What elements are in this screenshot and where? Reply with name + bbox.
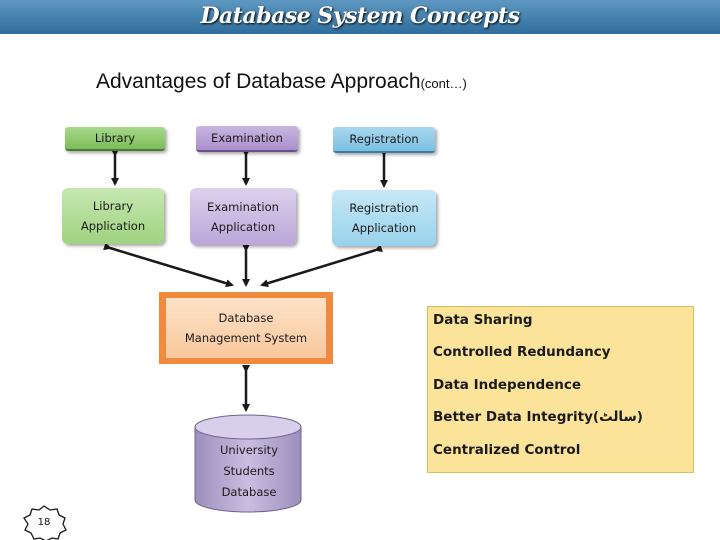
registration-box: Registration: [333, 127, 435, 153]
benefits-panel: [427, 306, 694, 473]
subtitle-suffix: (cont…): [420, 76, 467, 91]
registration-application-label: Registration Application: [349, 201, 419, 235]
library-application-box: Library Application: [62, 188, 164, 244]
examination-application-box: Examination Application: [190, 188, 296, 245]
benefit-data-sharing: Data Sharing: [433, 312, 533, 328]
examination-label: Examination: [211, 131, 283, 145]
examination-box: Examination: [196, 126, 298, 152]
benefit-centralized-control: Centralized Control: [433, 442, 581, 458]
library-label: Library: [94, 131, 136, 145]
benefit-data-integrity: Better Data Integrity(سالٹ): [433, 409, 643, 425]
library-application-label: Library Application: [80, 199, 146, 233]
header-title: Database System Concepts: [200, 3, 520, 29]
registration-application-box: Registration Application: [332, 190, 436, 246]
benefit-data-independence: Data Independence: [433, 377, 582, 393]
subtitle-main: Advantages of Database Approach: [96, 70, 421, 93]
page-number: 18: [37, 517, 51, 528]
database-label: University Students Database: [219, 443, 278, 499]
dbms-label: Database Management System: [184, 311, 308, 345]
slide-subtitle: Advantages of Database Approach(cont…): [96, 70, 467, 94]
library-box: Library: [65, 127, 165, 151]
header-bar: [0, 0, 720, 34]
examination-application-label: Examination Application: [207, 199, 279, 234]
benefit-controlled-redundancy: Controlled Redundancy: [433, 344, 611, 360]
dbms-inner: Database Management System: [166, 298, 326, 358]
registration-label: Registration: [349, 132, 419, 146]
